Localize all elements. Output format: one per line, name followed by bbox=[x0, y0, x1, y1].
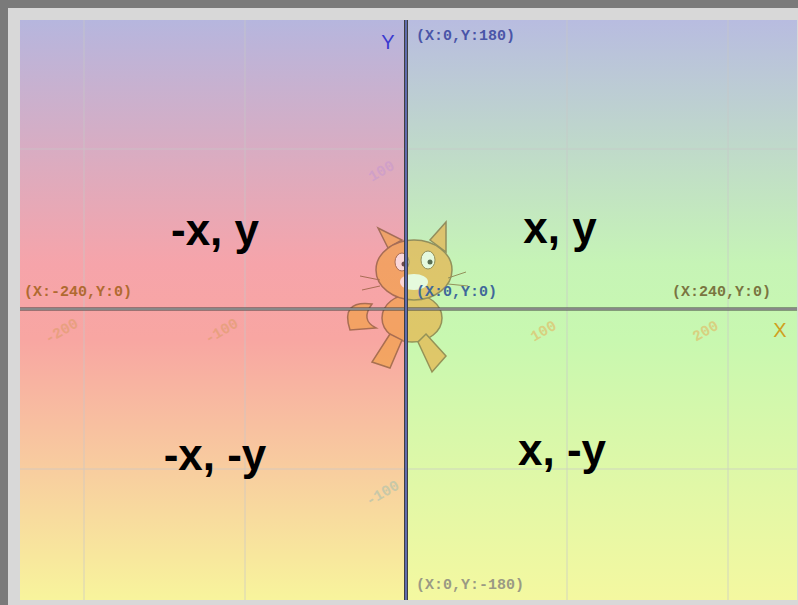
y-axis-highlight bbox=[405, 20, 407, 600]
quadrant: x, -y bbox=[406, 309, 797, 600]
grid bbox=[20, 20, 797, 600]
coordinate-label: (X:240,Y:0) bbox=[672, 285, 771, 300]
quadrant-label: -x, y bbox=[171, 208, 259, 252]
x-axis-highlight bbox=[20, 309, 797, 310]
quadrant-label: x, -y bbox=[518, 428, 606, 472]
frame-inner bbox=[8, 8, 798, 605]
quadrant: -x, y bbox=[20, 20, 406, 309]
quadrant: x, y bbox=[406, 20, 797, 309]
coordinate-label: (X:0,Y:-180) bbox=[416, 578, 524, 593]
axis-name: Y bbox=[381, 32, 394, 52]
axis-name: X bbox=[773, 320, 786, 340]
coordinate-label: (X:-240,Y:0) bbox=[24, 285, 132, 300]
y-axis bbox=[404, 20, 408, 600]
x-axis bbox=[20, 308, 797, 311]
quadrant-label: -x, -y bbox=[164, 433, 267, 477]
coordinate-label: (X:0,Y:0) bbox=[416, 285, 497, 300]
quadrant-label: x, y bbox=[523, 206, 596, 250]
quadrant: -x, -y bbox=[20, 309, 406, 600]
coordinate-label: (X:0,Y:180) bbox=[416, 29, 515, 44]
